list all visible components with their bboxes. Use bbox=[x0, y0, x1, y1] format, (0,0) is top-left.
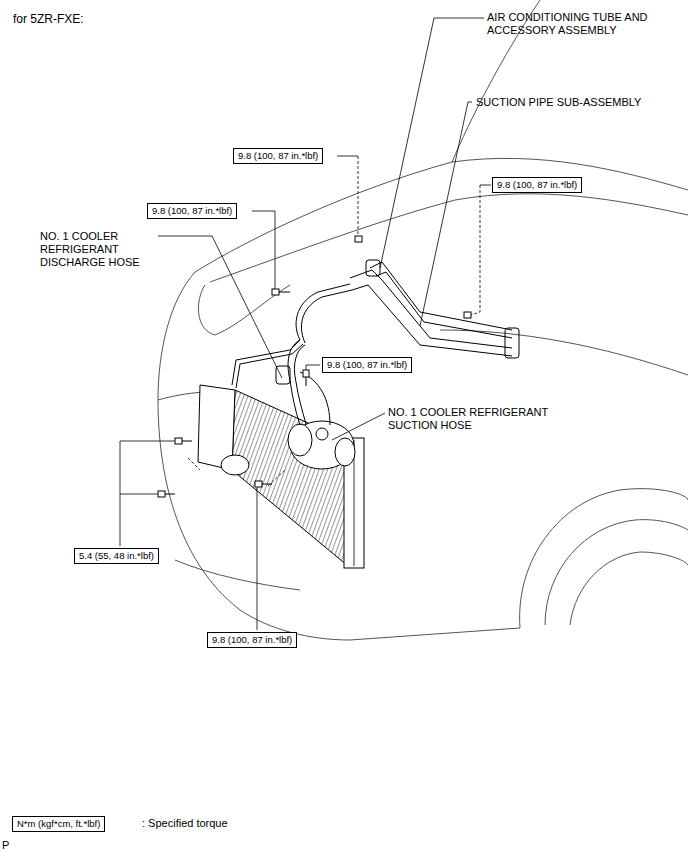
torque-value: 5.4 (55, 48 in.*lbf) bbox=[79, 550, 154, 561]
torque-box: 9.8 (100, 87 in.*lbf) bbox=[492, 177, 582, 193]
torque-value: 9.8 (100, 87 in.*lbf) bbox=[327, 359, 407, 370]
torque-box: 9.8 (100, 87 in.*lbf) bbox=[207, 632, 297, 648]
part-name: SUCTION PIPE SUB-ASSEMBLY bbox=[476, 96, 676, 109]
car-body bbox=[158, 0, 688, 640]
torque-value: 9.8 (100, 87 in.*lbf) bbox=[212, 634, 292, 645]
torque-box: 5.4 (55, 48 in.*lbf) bbox=[74, 548, 159, 564]
torque-value: 9.8 (100, 87 in.*lbf) bbox=[238, 150, 318, 161]
torque-value: N*m (kgf*cm, ft.*lbf) bbox=[17, 818, 100, 829]
page-mark: P bbox=[2, 839, 32, 852]
legend-note: : Specified torque bbox=[142, 817, 292, 830]
unit-box: N*m (kgf*cm, ft.*lbf) bbox=[12, 816, 105, 832]
torque-box: 9.8 (100, 87 in.*lbf) bbox=[147, 203, 237, 219]
compressor bbox=[221, 421, 355, 475]
torque-box: 9.8 (100, 87 in.*lbf) bbox=[233, 148, 323, 164]
torque-value: 9.8 (100, 87 in.*lbf) bbox=[152, 205, 232, 216]
part-name: NO. 1 COOLER REFRIGERANT DISCHARGE HOSE bbox=[40, 230, 152, 269]
bolts bbox=[158, 236, 471, 497]
title: for 5ZR-FXE: bbox=[13, 13, 84, 26]
part-name: NO. 1 COOLER REFRIGERANT SUCTION HOSE bbox=[388, 406, 563, 432]
torque-box: 9.8 (100, 87 in.*lbf) bbox=[322, 357, 412, 373]
condenser bbox=[198, 385, 364, 568]
torque-value: 9.8 (100, 87 in.*lbf) bbox=[497, 179, 577, 190]
part-name: AIR CONDITIONING TUBE AND ACCESSORY ASSE… bbox=[487, 11, 677, 37]
leader-lines bbox=[120, 18, 491, 630]
